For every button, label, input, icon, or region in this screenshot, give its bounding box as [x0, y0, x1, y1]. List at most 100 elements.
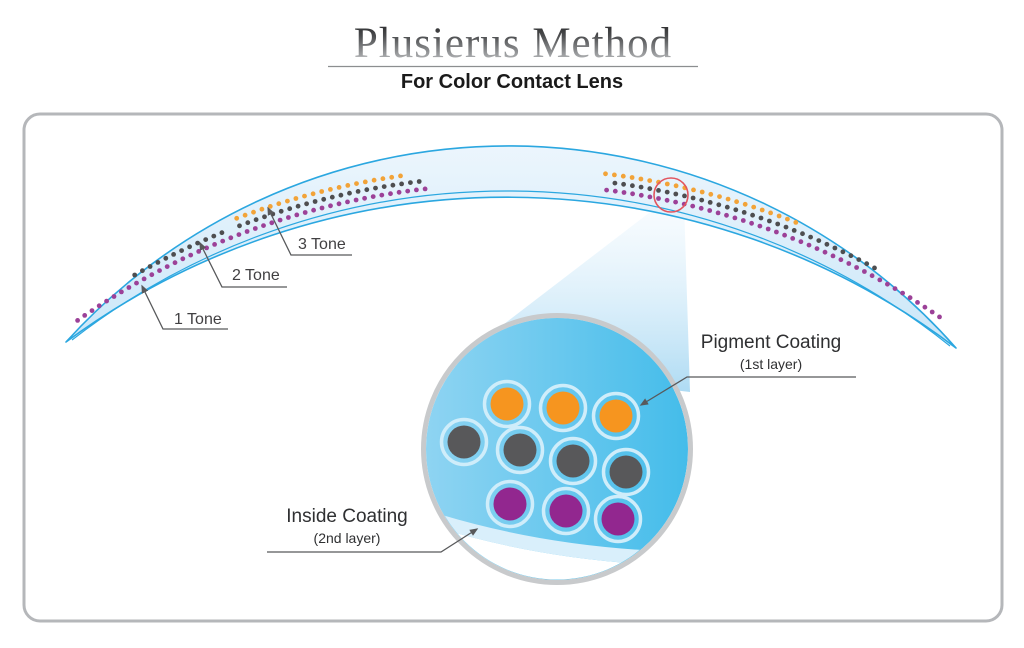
lens-dot-2tone [612, 180, 618, 186]
lens-dot-1tone [328, 203, 333, 209]
lens-dot-3tone [691, 187, 696, 193]
inside-coating-strip [426, 504, 688, 566]
lens-dot-1tone [774, 229, 779, 235]
lens-dot-3tone [647, 178, 653, 184]
lens-dot-2tone [195, 240, 201, 246]
lens-dot-1tone [164, 264, 170, 269]
magnified-view [421, 313, 693, 585]
lens-dot-3tone [319, 189, 325, 194]
lens-dot-1tone [157, 268, 162, 273]
pigment-row-orange-halo [591, 391, 641, 441]
pigment-row-gray [503, 433, 537, 467]
lens-dot-3tone [293, 196, 299, 201]
lens-dot-3tone [354, 181, 359, 187]
lens-dot-1tone [621, 190, 627, 195]
pigment-row-orange [599, 399, 633, 433]
lens-dot-2tone [312, 199, 318, 204]
lens-dot-2tone [373, 185, 378, 191]
lens-dot-1tone [806, 242, 812, 248]
lens-dot-2tone [390, 182, 396, 188]
label-3-tone: 3 Tone [298, 236, 346, 253]
red-highlight-circle [653, 177, 689, 213]
lens-dot-3tone [734, 199, 739, 205]
label-2-tone: 2 Tone [232, 267, 280, 284]
lens-dot-2tone [211, 233, 217, 239]
lens-dot-2tone [295, 203, 301, 209]
lens-dot-2tone [287, 206, 293, 212]
inside-coating-white-area [426, 518, 688, 580]
lens-dot-2tone [262, 214, 267, 220]
lens-dot-1tone [656, 196, 661, 201]
lens-dot-3tone [336, 185, 342, 190]
lens-dot-2tone [872, 265, 877, 271]
lens-dot-1tone [612, 188, 618, 194]
lens-dot-2tone [347, 190, 352, 196]
lens-dot-3tone [793, 220, 799, 225]
lens-dot-1tone [134, 280, 139, 286]
lens-dot-2tone [816, 238, 822, 244]
lens-dot-1tone [647, 194, 653, 200]
lens-dot-2tone [638, 184, 644, 190]
lens-pigment-dots [75, 171, 942, 323]
lens-dot-2tone [682, 193, 687, 199]
label-inside-coating: Inside Coating [286, 506, 408, 527]
page-title: Plusierus Method [354, 20, 672, 67]
lens-dot-1tone [915, 300, 920, 305]
lens-dot-1tone [126, 285, 132, 290]
lens-dot-1tone [220, 238, 226, 244]
lens-dot-3tone [638, 176, 644, 182]
pigment-row-orange-halo [538, 383, 588, 433]
lens-dot-1tone [740, 218, 746, 223]
lens-dot-2tone [733, 207, 739, 213]
lens-dot-1tone [104, 298, 109, 304]
lens-dot-1tone [319, 205, 325, 211]
magnified-pigment-dots [439, 379, 651, 544]
lens-dot-1tone [782, 232, 787, 238]
lens-dot-3tone [629, 175, 635, 180]
lens-dot-3tone [242, 212, 248, 218]
lens-dot-1tone [900, 290, 905, 296]
pigment-row-gray-halo [601, 447, 651, 497]
lens-dot-1tone [732, 215, 738, 221]
lens-dot-2tone [187, 244, 193, 250]
pigment-row-gray-halo [439, 417, 489, 467]
leader-1-tone [141, 284, 228, 330]
lens-dot-1tone [286, 215, 291, 220]
lens-dot-2tone [147, 264, 153, 269]
lens-dot-1tone [379, 192, 385, 198]
lens-dot-2tone [656, 188, 661, 193]
lens-dot-2tone [132, 272, 138, 278]
lens-dot-1tone [141, 276, 147, 282]
lens-dot-2tone [219, 230, 225, 236]
lens-dot-1tone [630, 191, 635, 197]
lens-dot-1tone [252, 226, 258, 231]
lens-dot-1tone [922, 304, 928, 310]
pigment-row-purple-halo [541, 486, 591, 536]
lens-dot-3tone [699, 189, 705, 195]
lens-dot-1tone [388, 191, 393, 197]
lens-dot-1tone [302, 210, 308, 215]
lens-dot-2tone [856, 257, 862, 262]
lens-dot-1tone [798, 239, 804, 245]
lens-dot-1tone [89, 308, 95, 313]
lens-dot-2tone [699, 197, 705, 203]
pigment-row-purple [493, 487, 527, 521]
lens-dot-1tone [172, 260, 178, 266]
lens-dot-3tone [389, 174, 395, 180]
lens-dot-1tone [269, 220, 275, 226]
lens-dot-2tone [724, 204, 730, 210]
lens-dot-1tone [228, 235, 234, 241]
lens-dot-2tone [758, 215, 764, 221]
lens-dot-2tone [716, 202, 722, 208]
leader-2-tone [199, 241, 287, 288]
pigment-row-gray-halo [495, 425, 545, 475]
lens-dot-3tone [656, 179, 661, 185]
lens-inner-line [71, 190, 951, 347]
lens-dot-3tone [398, 173, 403, 179]
lens-dot-2tone [664, 189, 670, 195]
lens-dot-1tone [937, 314, 942, 320]
lens-dot-3tone [276, 201, 282, 207]
pigment-row-purple-halo [593, 494, 643, 544]
lens-dot-1tone [846, 261, 852, 266]
lens-dot-1tone [336, 201, 342, 207]
